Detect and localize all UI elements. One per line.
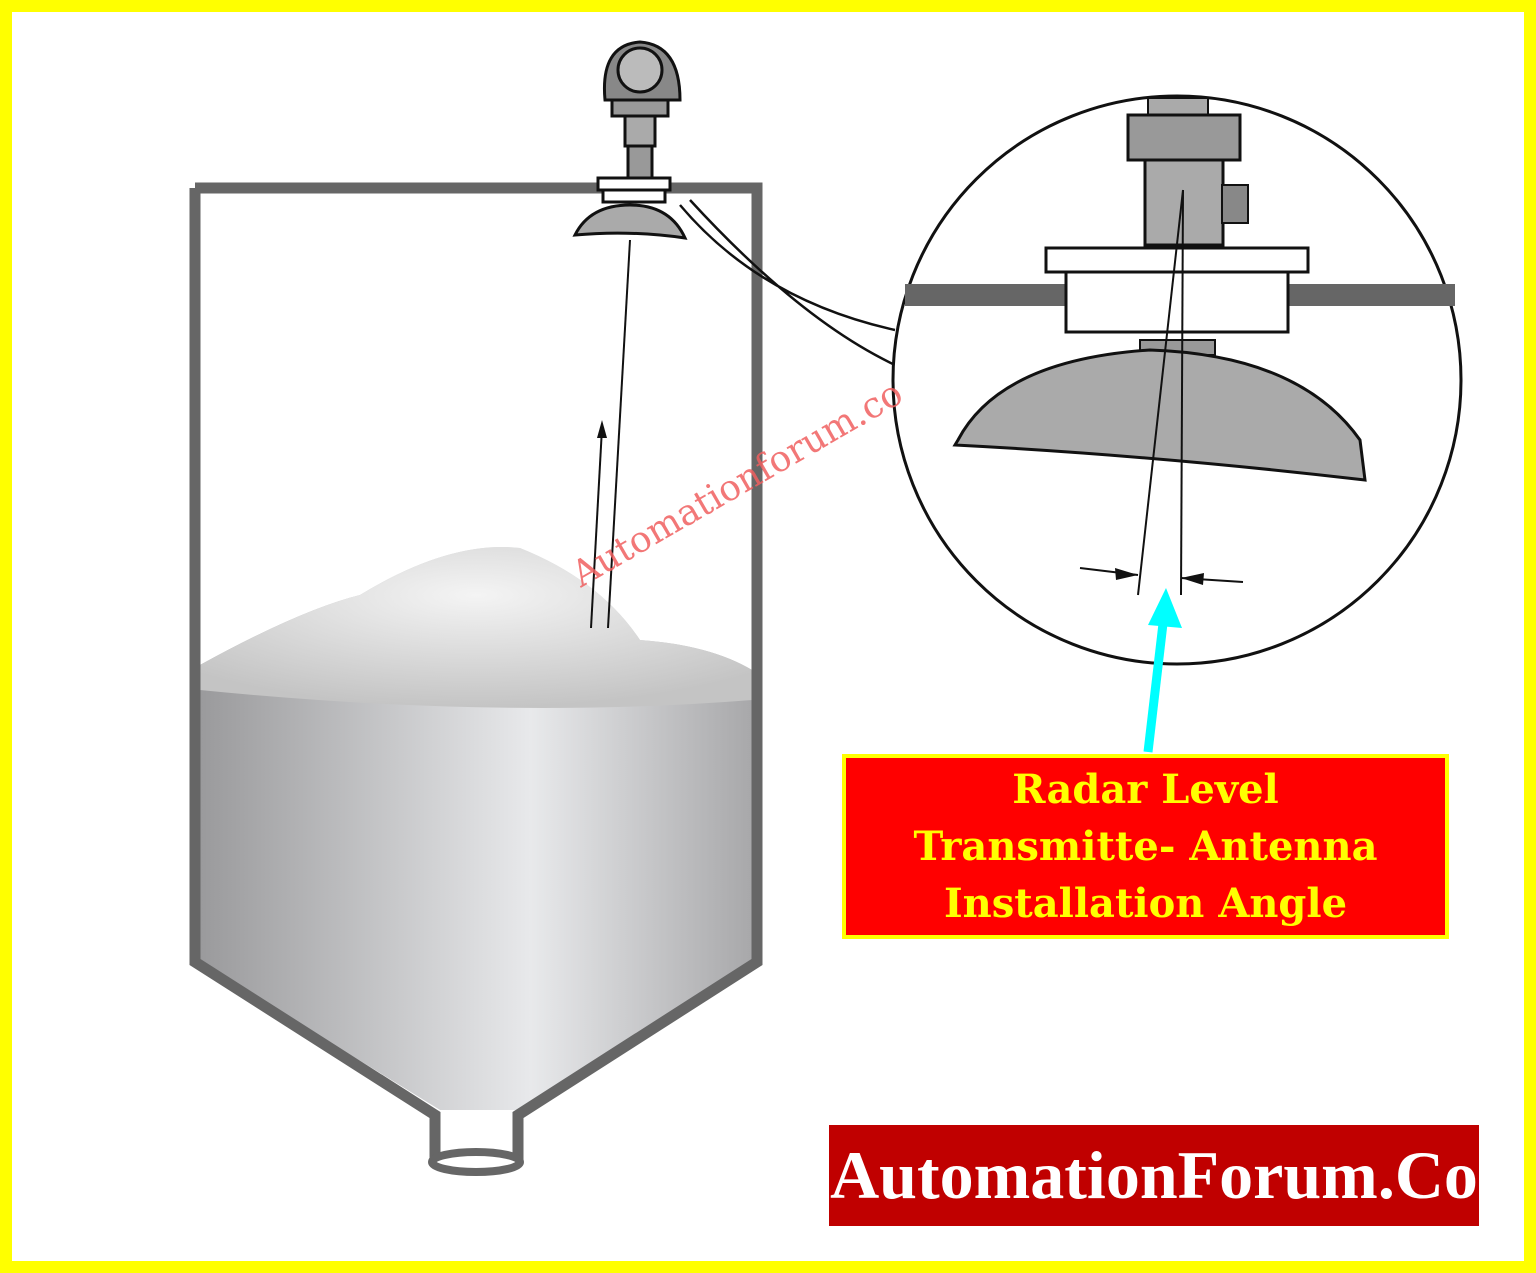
radar-beam — [607, 239, 631, 629]
radar-transmitter — [572, 40, 688, 240]
callout-label: Radar Level Transmitte- Antenna Installa… — [842, 754, 1449, 939]
magnified-antenna-view — [891, 94, 1463, 666]
callout-line: Transmitte- Antenna — [913, 823, 1378, 870]
tank-outlet — [428, 1148, 524, 1176]
callout-line: Radar Level — [1012, 766, 1279, 813]
tank-wall — [189, 182, 763, 1160]
magnifier-connector — [679, 199, 896, 367]
pointer-arrow — [1143, 614, 1169, 753]
reflection-arrow — [590, 427, 603, 629]
callout-line: Installation Angle — [943, 880, 1348, 927]
site-logo: AutomationForum.Co — [829, 1125, 1479, 1226]
material-heap — [200, 546, 752, 708]
